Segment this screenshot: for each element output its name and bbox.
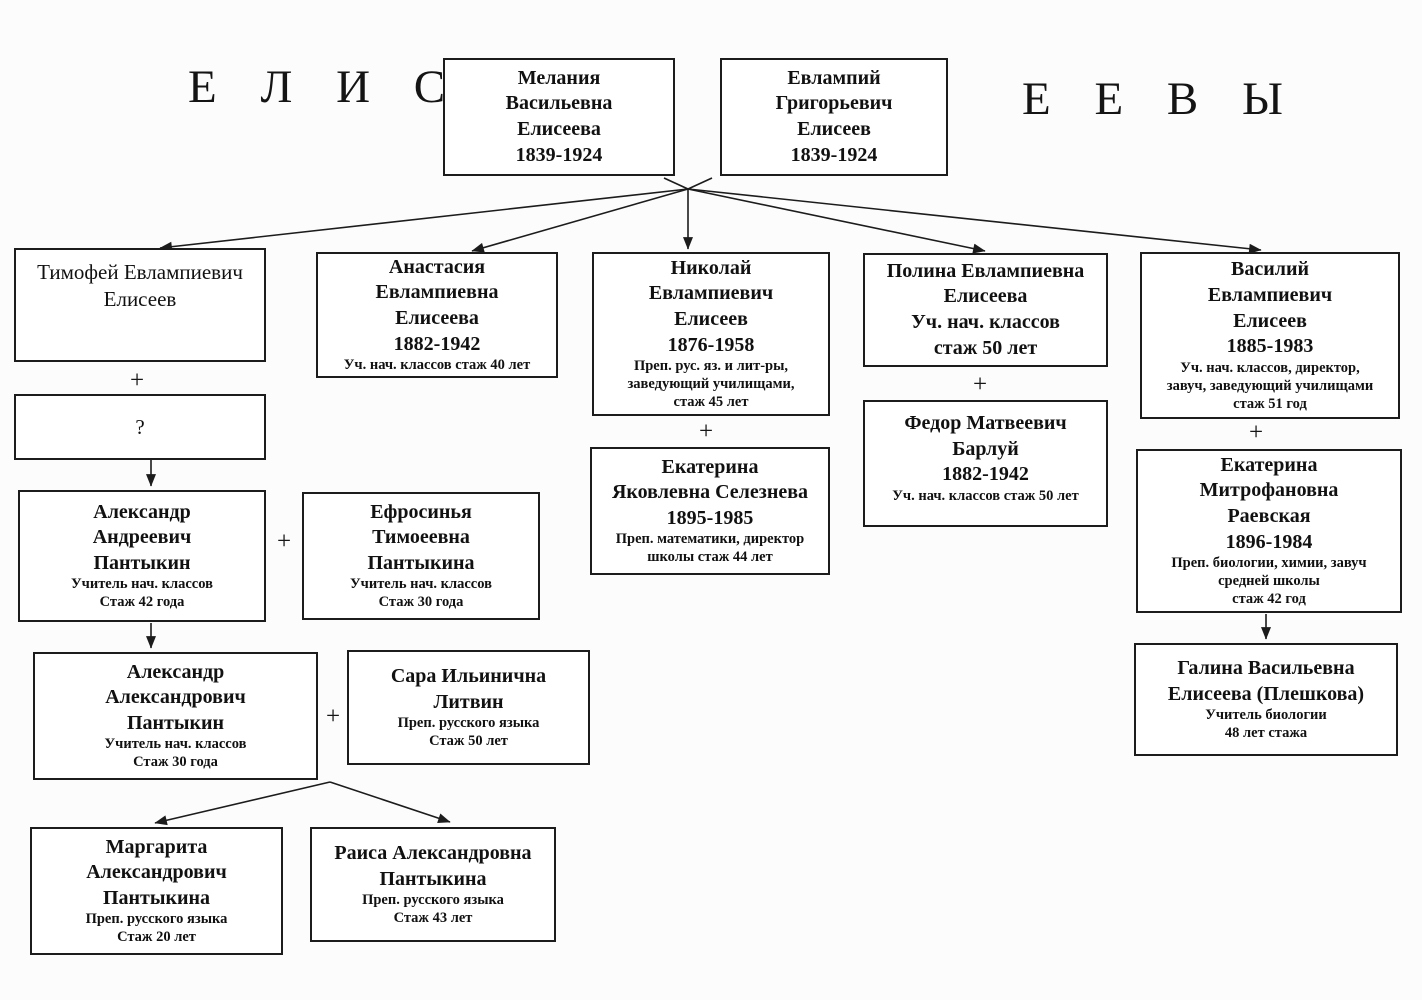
plus-sign-nikolay-selezneva: + (698, 418, 714, 445)
person-details: Преп. биологии, химии, завуч средней шко… (1171, 555, 1367, 608)
plus-sign-vasiliy-raevskaya: + (1248, 419, 1264, 446)
person-name: Галина Васильевна Елисеева (Плешкова) (1167, 656, 1365, 705)
node-ekaterina-raevskaya: Екатерина Митрофановна Раевская 1896-198… (1136, 449, 1402, 613)
node-ekaterina-selezneva: Екатерина Яковлевна Селезнева 1895-1985 … (590, 447, 830, 575)
person-name: Николай Евлампиевич Елисеев 1876-1958 (648, 256, 774, 356)
plus-sign-polina-fedor: + (972, 371, 988, 398)
person-name: Александр Андреевич Пантыкин (92, 500, 192, 574)
person-name: Екатерина Яковлевна Селезнева 1895-1985 (611, 455, 809, 529)
person-details: Учитель нач. классов Стаж 30 года (350, 576, 492, 611)
plus-sign-pantykin-sara: + (325, 703, 341, 730)
node-timofey-eliseev: Тимофей Евлампиевич Елисеев (14, 248, 266, 362)
person-name: Полина Евлампиевна Елисеева Уч. нач. кла… (886, 259, 1085, 359)
node-fedor-barluy: Федор Матвеевич Барлуй 1882-1942 Уч. нач… (863, 400, 1108, 527)
person-details: Уч. нач. классов, директор, завуч, завед… (1166, 359, 1374, 412)
person-details: Преп. русского языка Стаж 50 лет (397, 715, 540, 750)
node-margarita-pantykina: Маргарита Александрович Пантыкина Преп. … (30, 827, 283, 955)
node-alexandr-pantykin-jr: Александр Александрович Пантыкин Учитель… (33, 652, 318, 780)
page-title-left: Е Л И С (188, 61, 462, 113)
connector-line (687, 188, 1262, 254)
person-name: Екатерина Митрофановна Раевская 1896-198… (1199, 453, 1339, 553)
connector-line (471, 188, 689, 253)
person-name: Мелания Васильевна Елисеева 1839-1924 (505, 66, 613, 166)
node-nikolay-eliseev: Николай Евлампиевич Елисеев 1876-1958 Пр… (592, 252, 830, 416)
person-name: Александр Александрович Пантыкин (105, 660, 246, 734)
node-polina-eliseeva: Полина Евлампиевна Елисеева Уч. нач. кла… (863, 253, 1108, 367)
node-vasiliy-eliseev: Василий Евлампиевич Елисеев 1885-1983 Уч… (1140, 252, 1400, 419)
node-alexandr-pantykin-sr: Александр Андреевич Пантыкин Учитель нач… (18, 490, 266, 622)
person-details: Учитель нач. классов Стаж 42 года (71, 576, 213, 611)
node-raisa-pantykina: Раиса Александровна Пантыкина Преп. русс… (310, 827, 556, 942)
person-name: ? (135, 414, 145, 439)
connector-line (687, 177, 713, 190)
person-details: Преп. математики, директор школы стаж 44… (615, 531, 805, 566)
person-name: Василий Евлампиевич Елисеев 1885-1983 (1207, 258, 1333, 358)
page-title-right: Е Е В Ы (1022, 73, 1300, 125)
person-details: Уч. нач. классов стаж 40 лет (343, 357, 531, 374)
person-name: Сара Ильинична Литвин (390, 664, 547, 713)
person-details: Преп. русского языка Стаж 43 лет (362, 892, 504, 927)
connector-line (687, 188, 986, 254)
plus-sign-timofey-unknown: + (129, 367, 145, 394)
person-name: Федор Матвеевич Барлуй 1882-1942 (904, 412, 1067, 486)
person-details: Учитель биологии 48 лет стажа (1205, 707, 1327, 742)
node-galina-eliseeva: Галина Васильевна Елисеева (Плешкова) Уч… (1134, 643, 1398, 756)
connector-line (663, 177, 689, 190)
node-evlampiy-eliseev: Евлампий Григорьевич Елисеев 1839-1924 (720, 58, 948, 176)
person-name: Раиса Александровна Пантыкина (334, 841, 532, 890)
node-sara-litvin: Сара Ильинична Литвин Преп. русского язы… (347, 650, 590, 765)
node-melania-eliseeva: Мелания Васильевна Елисеева 1839-1924 (443, 58, 675, 176)
person-name: Маргарита Александрович Пантыкина (86, 835, 227, 909)
plus-sign-pantykin-efrosinya: + (276, 528, 292, 555)
connector-line (329, 781, 451, 823)
node-efrosinya-pantykina: Ефросинья Тимоеевна Пантыкина Учитель на… (302, 492, 540, 620)
person-details: Преп. рус. яз. и лит-ры, заведующий учил… (627, 358, 795, 411)
person-details: Уч. нач. классов стаж 50 лет (892, 487, 1079, 504)
person-name: Анастасия Евлампиевна Елисеева 1882-1942 (375, 255, 499, 355)
connector-line (154, 781, 331, 826)
node-unknown-spouse: ? (14, 394, 266, 460)
person-name: Тимофей Евлампиевич Елисеев (37, 260, 243, 311)
node-anastasia-eliseeva: Анастасия Евлампиевна Елисеева 1882-1942… (316, 252, 558, 378)
person-name: Ефросинья Тимоеевна Пантыкина (367, 500, 475, 574)
connector-line (159, 188, 689, 252)
person-name: Евлампий Григорьевич Елисеев 1839-1924 (775, 66, 893, 166)
person-details: Учитель нач. классов Стаж 30 года (104, 736, 247, 771)
person-details: Преп. русского языка Стаж 20 лет (85, 911, 228, 946)
